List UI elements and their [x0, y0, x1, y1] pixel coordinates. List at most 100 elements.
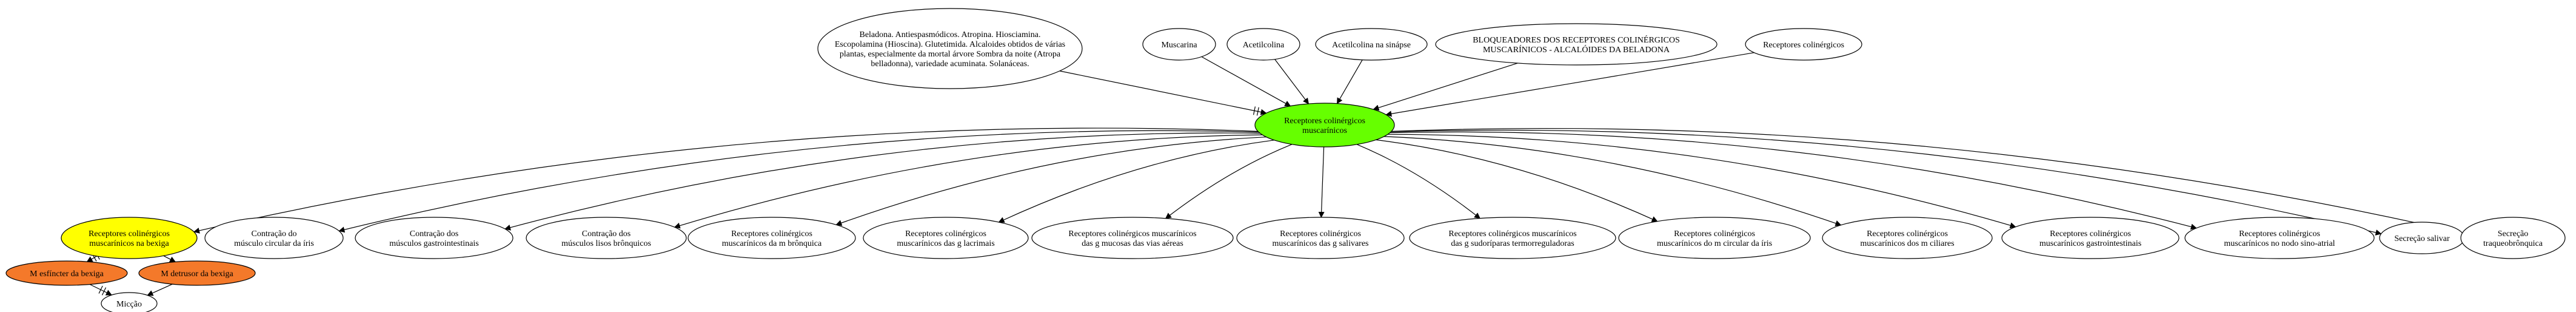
- node-label-beladona-0: Beladona. Antiespasmódicos. Atropina. Hi…: [859, 30, 1040, 39]
- edge-muscarina-to-center: [1201, 56, 1291, 107]
- edge-center-to-sinoatrial: [1390, 131, 2197, 230]
- node-shape-receptores-colinergicos: [1745, 28, 1862, 61]
- node-label-bronquicos-contracao-0: Contração dos: [582, 229, 631, 239]
- node-label-lacrimais-1: muscarínicos das g lacrimais: [897, 239, 994, 248]
- edge-center-to-secrecao_traqueo: [1391, 127, 2463, 235]
- node-shape-arvore-bronquica: [687, 217, 856, 259]
- node-label-ciliares-0: Receptores colinérgicos: [1867, 229, 1948, 239]
- node-label-gastro-contracao-0: Contração dos: [410, 229, 458, 239]
- node-miccao[interactable]: Micção: [101, 292, 158, 312]
- node-label-vias-aereas-0: Receptores colinérgicos muscarínicos: [1068, 229, 1196, 239]
- node-label-salivares-0: Receptores colinérgicos: [1280, 229, 1361, 239]
- node-label-secrecao-traqueo-0: Secreção: [2498, 229, 2529, 239]
- inhibition-mark-esfincter-miccao: [98, 285, 103, 294]
- edge-center-to-secrecao_salivar: [1391, 129, 2382, 236]
- edges-layer: [86, 52, 2463, 296]
- edge-center-to-ciliares: [1383, 136, 1842, 226]
- edge-center-to-iris_contracao: [338, 130, 1259, 233]
- node-label-sudoriparas-0: Receptores colinérgicos muscarínicos: [1448, 229, 1576, 239]
- node-shape-detrusor: [138, 260, 256, 286]
- node-shape-center: [1254, 103, 1395, 148]
- node-label-iris-contracao-1: músculo circular da íris: [234, 239, 314, 248]
- edge-center-to-sudoriparas: [1356, 144, 1480, 219]
- node-label-arvore-bronquica-0: Receptores colinérgicos: [731, 229, 812, 239]
- node-acetilcolina[interactable]: Acetilcolina: [1226, 28, 1300, 61]
- nodes-layer: Beladona. Antiespasmódicos. Atropina. Hi…: [5, 8, 2566, 312]
- edge-receptores_colinergicos-to-center: [1385, 52, 1755, 117]
- node-bloqueadores[interactable]: BLOQUEADORES DOS RECEPTORES COLINÉRGICOS…: [1435, 23, 1718, 66]
- node-label-gastrointestinais-1: muscarínicos gastrointestinais: [2039, 239, 2141, 248]
- node-label-muscarina-0: Muscarina: [1161, 41, 1197, 50]
- node-esfincter[interactable]: M esfíncter da bexiga: [5, 260, 128, 286]
- edge-beladona-to-center: [1059, 70, 1267, 115]
- node-label-sinoatrial-0: Receptores colinérgicos: [2239, 229, 2320, 239]
- node-detrusor[interactable]: M detrusor da bexiga: [138, 260, 256, 286]
- edge-detrusor-to-miccao: [147, 283, 173, 296]
- node-label-vias-aereas-1: das g mucosas das vias aéreas: [1082, 239, 1183, 248]
- edge-center-to-arvore_bronquica: [835, 137, 1266, 226]
- edge-center-to-bronquicos_contracao: [674, 134, 1263, 229]
- inhibition-mark-beladona-center: [1253, 106, 1256, 115]
- node-shape-lacrimais: [863, 217, 1029, 259]
- node-label-gastrointestinais-0: Receptores colinérgicos: [2050, 229, 2131, 239]
- node-label-miccao-0: Micção: [116, 300, 142, 309]
- edge-center-to-lacrimais: [998, 140, 1274, 223]
- node-shape-sinoatrial: [2184, 217, 2375, 259]
- node-label-bloqueadores-1: MUSCARÍNICOS - ALCALÓIDES DA BELADONA: [1483, 44, 1670, 55]
- node-label-beladona-3: belladonna), variedade acuminata. Solaná…: [871, 59, 1029, 69]
- node-shape-salivares: [1236, 217, 1405, 259]
- edge-center-to-iris_receptor: [1376, 139, 1658, 222]
- node-shape-vias-aereas: [1031, 217, 1234, 259]
- node-label-secrecao-traqueo-1: traqueobrônquica: [2483, 239, 2543, 248]
- node-label-arvore-bronquica-1: muscarínicos da m brônquica: [722, 239, 822, 248]
- node-sudoriparas[interactable]: Receptores colinérgicos muscarínicosdas …: [1409, 217, 1616, 259]
- node-shape-muscarina: [1142, 28, 1216, 61]
- node-label-ciliares-1: muscarínicos dos m ciliares: [1860, 239, 1954, 248]
- node-label-iris-contracao-0: Contração do: [251, 229, 296, 239]
- node-label-secrecao-salivar-0: Secreção salivar: [2394, 234, 2450, 243]
- node-label-center-0: Receptores colinérgicos: [1284, 117, 1365, 126]
- node-shape-bronquicos-contracao: [526, 217, 687, 259]
- node-label-acetilcolina-sinapse-0: Acetilcolina na sinápse: [1332, 41, 1411, 50]
- node-label-acetilcolina-0: Acetilcolina: [1243, 41, 1285, 50]
- node-label-beladona-2: plantas, especialmente da mortal árvore …: [840, 50, 1061, 59]
- node-beladona[interactable]: Beladona. Antiespasmódicos. Atropina. Hi…: [817, 8, 1083, 89]
- node-label-detrusor-0: M detrusor da bexiga: [161, 270, 233, 279]
- edge-acetilcolina-to-center: [1274, 59, 1310, 104]
- node-acetilcolina-sinapse[interactable]: Acetilcolina na sinápse: [1315, 28, 1428, 61]
- node-shape-acetilcolina-sinapse: [1315, 28, 1428, 61]
- node-muscarina[interactable]: Muscarina: [1142, 28, 1216, 61]
- inhibition-mark-beladona-center: [1256, 107, 1259, 116]
- node-receptores-colinergicos[interactable]: Receptores colinérgicos: [1745, 28, 1862, 61]
- edge-center-to-gastro_contracao: [504, 132, 1260, 231]
- node-label-iris-receptor-0: Receptores colinérgicos: [1674, 229, 1755, 239]
- edge-bexiga-to-detrusor: [163, 255, 176, 262]
- node-secrecao-salivar[interactable]: Secreção salivar: [2379, 222, 2465, 254]
- node-vias-aereas[interactable]: Receptores colinérgicos muscarínicosdas …: [1031, 217, 1234, 259]
- inhibition-mark-esfincter-miccao: [101, 287, 107, 296]
- node-label-esfincter-0: M esfíncter da bexiga: [30, 270, 104, 279]
- node-label-iris-receptor-1: muscarínicos do m circular da íris: [1657, 239, 1772, 248]
- edge-bloqueadores-to-center: [1373, 63, 1518, 111]
- node-label-lacrimais-0: Receptores colinérgicos: [905, 229, 986, 239]
- node-label-bloqueadores-0: BLOQUEADORES DOS RECEPTORES COLINÉRGICOS: [1473, 35, 1680, 45]
- node-shape-gastrointestinais: [2001, 217, 2180, 259]
- node-shape-sudoriparas: [1409, 217, 1616, 259]
- node-label-beladona-1: Escopolamina (Hioscina). Glutetimida. Al…: [835, 40, 1065, 49]
- edge-center-to-vias_aereas: [1165, 144, 1293, 219]
- node-label-sinoatrial-1: muscarínicos no nodo sino-atrial: [2224, 239, 2335, 248]
